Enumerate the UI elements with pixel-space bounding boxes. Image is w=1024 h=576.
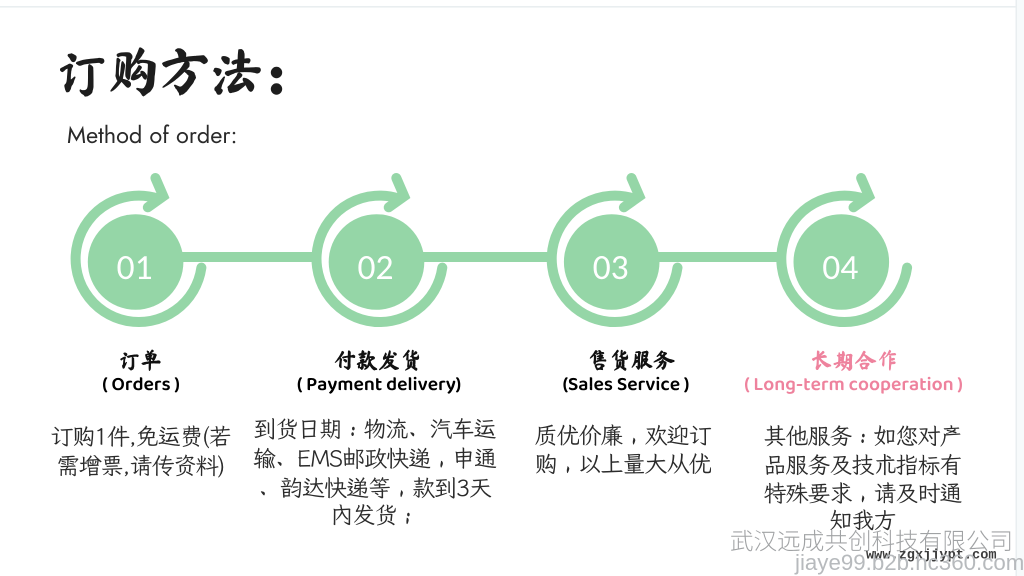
svg-text:jiaye99.b2b.hc360.com: jiaye99.b2b.hc360.com — [794, 550, 1024, 575]
svg-text:www.zgxjjypt.com: www.zgxjjypt.com — [866, 549, 997, 564]
